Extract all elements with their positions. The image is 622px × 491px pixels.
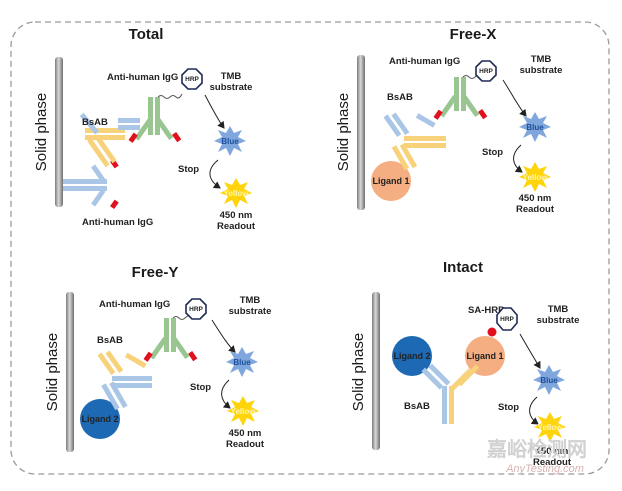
bsab-antibody [79, 112, 140, 168]
panel-title: Free-X [450, 26, 497, 43]
solid-phase-label: Solid phase [44, 333, 61, 411]
hrp-label: HRP [185, 76, 199, 83]
hrp-octagon [496, 307, 518, 331]
blue-star [533, 365, 565, 395]
yellow-label: Yellow [538, 423, 564, 432]
blue-star [214, 126, 246, 156]
panel-free-y: Free-Y Solid phase Ligand 2 Anti-human I… [44, 264, 271, 452]
bsab-label: BsAB [404, 401, 430, 412]
bsab-label: BsAB [97, 335, 123, 346]
readout-nm-label: 450 nm [536, 446, 569, 457]
solid-phase-label: Solid phase [33, 93, 50, 171]
solid-phase-bar [55, 57, 63, 207]
yellow-label: Yellow [224, 189, 250, 198]
tmb-label: TMB [531, 54, 552, 65]
watermark-en: AnyTesting.com [505, 463, 584, 475]
solid-phase-bar [372, 292, 380, 450]
blue-label: Blue [540, 376, 558, 385]
detection-antibody [128, 93, 183, 143]
hrp-label: HRP [479, 68, 493, 75]
detection-antibody [143, 314, 198, 362]
ligand-label: Ligand 2 [81, 414, 118, 424]
tmb-label: TMB [548, 304, 569, 315]
readout-nm-label: 450 nm [220, 210, 253, 221]
substrate-label: substrate [537, 315, 580, 326]
yellow-star [220, 178, 252, 208]
solid-phase-label: Solid phase [335, 93, 352, 171]
anti-human-igg-label: Anti-human IgG [107, 72, 178, 83]
bsab-label: BsAB [82, 117, 108, 128]
stop-label: Stop [190, 382, 211, 393]
stop-arrow [513, 144, 523, 173]
bsab-label: BsAB [387, 92, 413, 103]
substrate-label: substrate [520, 65, 563, 76]
stop-arrow [209, 159, 221, 189]
blue-label: Blue [526, 123, 544, 132]
readout-nm-label: 450 nm [519, 193, 552, 204]
capture-antibody [63, 159, 119, 209]
hrp-label: HRP [500, 316, 514, 323]
stop-label: Stop [498, 402, 519, 413]
substrate-arrow [211, 319, 236, 353]
dashed-frame [10, 21, 610, 475]
ligand1-label: Ligand 1 [466, 351, 503, 361]
solid-phase-label: Solid phase [350, 333, 367, 411]
anti-human-igg-bottom-label: Anti-human IgG [82, 217, 153, 228]
stop-label: Stop [482, 147, 503, 158]
blue-star [226, 347, 258, 377]
substrate-arrow [502, 79, 527, 117]
stop-label: Stop [178, 164, 199, 175]
readout-label: Readout [516, 204, 555, 215]
sa-hrp-label: SA-HRP [468, 305, 505, 316]
panel-free-x: Free-X Solid phase Ligand 1 Anti-human I… [335, 26, 562, 215]
solid-phase-bar [357, 55, 365, 210]
stop-arrow [221, 379, 231, 409]
blue-star [519, 112, 551, 142]
substrate-arrow [519, 333, 541, 369]
stop-arrow [529, 396, 539, 425]
watermark-cn: 嘉峪检测网 [486, 437, 587, 461]
bsab-antibody [383, 112, 446, 171]
yellow-label: Yellow [231, 407, 257, 416]
ligand1-circle [371, 161, 411, 201]
ligand2-circle [80, 399, 120, 439]
panel-title: Total [129, 26, 164, 43]
readout-label: Readout [533, 457, 572, 468]
hrp-octagon [475, 60, 497, 82]
tmb-label: TMB [240, 295, 261, 306]
panel-title: Free-Y [132, 264, 179, 281]
ligand2-label: Ligand 2 [393, 351, 430, 361]
blue-label: Blue [233, 358, 251, 367]
readout-nm-label: 450 nm [229, 428, 262, 439]
hrp-octagon [185, 298, 207, 320]
blue-label: Blue [221, 137, 239, 146]
readout-label: Readout [217, 221, 256, 232]
panel-intact: Intact Solid phase Ligand 2 Ligand 1 BsA… [350, 259, 579, 468]
substrate-arrow [204, 94, 225, 129]
tmb-label: TMB [221, 71, 242, 82]
panel-title: Intact [443, 259, 483, 276]
yellow-star [519, 162, 551, 192]
biotin-dot [487, 327, 497, 337]
panel-total: Total Solid phase [33, 26, 256, 232]
yellow-star [534, 412, 566, 442]
hrp-label: HRP [189, 306, 203, 313]
yellow-label: Yellow [523, 173, 549, 182]
anti-human-igg-label: Anti-human IgG [389, 56, 460, 67]
substrate-label: substrate [229, 306, 272, 317]
bsab-antibody [97, 350, 152, 411]
detection-antibody [433, 73, 488, 120]
readout-label: Readout [226, 439, 265, 450]
hrp-octagon [181, 68, 203, 90]
ligand2-circle [392, 336, 432, 376]
yellow-star [227, 396, 259, 426]
substrate-label: substrate [210, 82, 253, 93]
solid-phase-bar [66, 292, 74, 452]
ligand-label: Ligand 1 [372, 176, 409, 186]
anti-human-igg-label: Anti-human IgG [99, 299, 170, 310]
bsab-antibody [421, 363, 480, 424]
